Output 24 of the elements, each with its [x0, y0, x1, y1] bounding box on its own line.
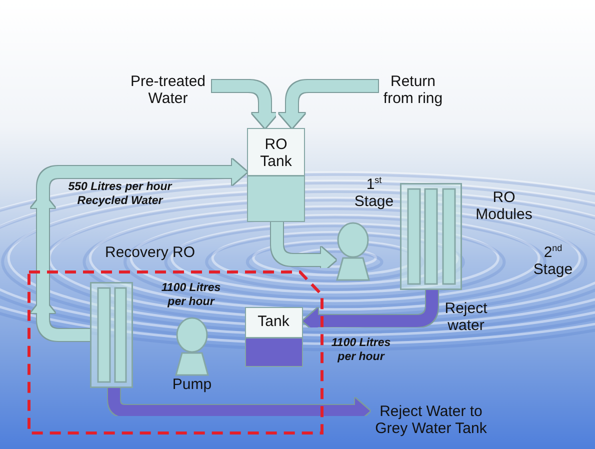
arrow — [108, 388, 370, 424]
flow-rate-label: 550 Litres per hour Recycled Water — [67, 180, 174, 208]
outlet-label: Reject Water to Grey Water Tank — [370, 403, 492, 437]
tank-label: Tank — [256, 313, 290, 330]
arrow — [271, 222, 336, 273]
tank-label: RO Tank — [259, 136, 293, 170]
arrow — [133, 322, 175, 348]
arrow — [279, 80, 378, 128]
pump-label: Pump — [171, 376, 213, 393]
arrow — [209, 339, 245, 365]
edge-label: Reject water — [444, 300, 488, 334]
source-label: Pre-treated Water — [124, 73, 212, 107]
module-label: RO Modules — [474, 189, 534, 223]
source-label: Return from ring — [378, 73, 448, 107]
flow-rate-label: 1100 Litres per hour — [330, 336, 392, 364]
ro-tank — [247, 128, 305, 222]
flow-rate-label: 1100 Litres per hour — [160, 281, 222, 309]
arrow — [31, 159, 247, 341]
outlet-label: 2$^{nd}$ Stage — [530, 244, 576, 278]
tank — [245, 307, 303, 367]
arrow — [462, 250, 530, 276]
arrow — [303, 290, 438, 334]
boundary-heading: Recovery RO — [104, 244, 196, 261]
stage-label: 1$^{st}$ Stage — [353, 176, 395, 210]
